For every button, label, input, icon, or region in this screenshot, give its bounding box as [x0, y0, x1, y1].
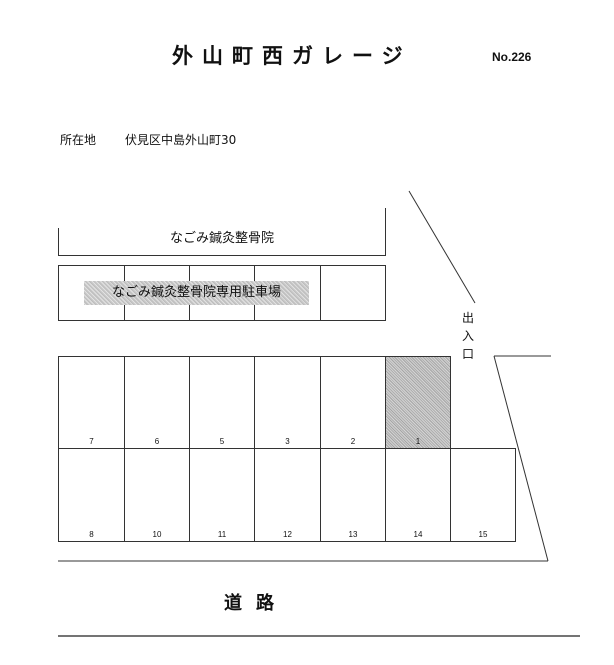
space-number: 12	[283, 530, 292, 539]
clinic-parking-label: なごみ鍼灸整骨院専用駐車場	[84, 281, 309, 305]
space-number: 2	[350, 437, 356, 446]
entrance-left-edge	[408, 190, 476, 304]
lot-right-boundary	[493, 355, 549, 562]
location-label: 所在地	[60, 133, 97, 147]
space-number: 3	[285, 437, 290, 446]
parking-space-10[interactable]: 10	[124, 448, 190, 542]
parking-space-15[interactable]: 15	[450, 448, 516, 542]
space-number: 8	[89, 530, 94, 539]
parking-space-14[interactable]: 14	[385, 448, 451, 542]
clinic-building: なごみ鍼灸整骨院	[58, 208, 386, 256]
parking-space-8[interactable]: 8	[58, 448, 125, 542]
space-number: 14	[413, 530, 423, 539]
page-title: 外山町西ガレージ	[172, 44, 412, 68]
parking-space-7[interactable]: 7	[58, 356, 125, 449]
location-address: 伏見区中島外山町30	[125, 133, 237, 147]
clinic-building-label: なごみ鍼灸整骨院	[169, 231, 274, 246]
space-number: 7	[89, 437, 94, 446]
space-number: 1	[415, 437, 421, 446]
entrance-char: 口	[461, 347, 474, 361]
entrance-label: 出 入 口	[461, 309, 475, 363]
parking-space-13[interactable]: 13	[320, 448, 386, 542]
space-number: 10	[152, 530, 162, 539]
space-number: 13	[348, 530, 358, 539]
entrance-char: 出	[461, 311, 474, 325]
road-label: 道路	[224, 593, 288, 614]
space-number: 15	[478, 530, 488, 539]
clinic-parking-cell	[254, 266, 321, 320]
space-number: 11	[217, 530, 227, 539]
space-number: 5	[219, 437, 225, 446]
document-number: No.226	[492, 50, 532, 64]
space-number: 6	[154, 437, 160, 446]
entrance-char: 入	[461, 329, 474, 343]
building-gap	[58, 208, 59, 228]
parking-space-6[interactable]: 6	[124, 356, 190, 449]
